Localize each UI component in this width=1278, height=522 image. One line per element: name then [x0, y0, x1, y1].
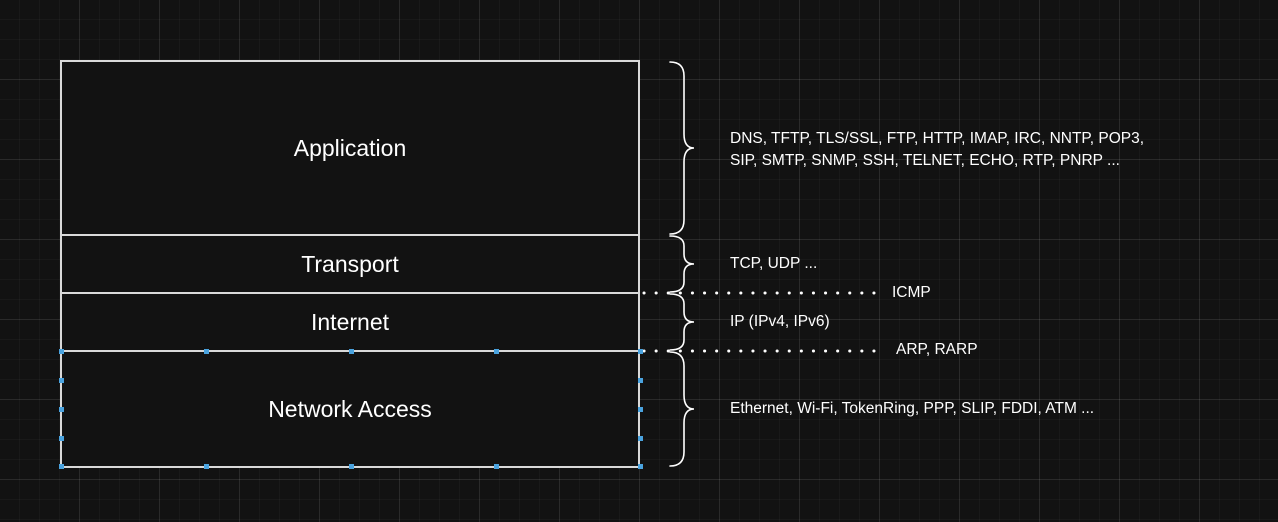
- layer-network-access-label: Network Access: [268, 395, 432, 422]
- layer-internet-box[interactable]: Internet: [60, 292, 640, 352]
- layer-transport-box[interactable]: Transport: [60, 234, 640, 294]
- layer-application-label: Application: [293, 134, 407, 161]
- selection-handle[interactable]: [58, 348, 64, 354]
- selection-handle[interactable]: [58, 406, 64, 412]
- protocols-application: DNS, TFTP, TLS/SSL, FTP, HTTP, IMAP, IRC…: [730, 128, 1144, 172]
- selection-handle[interactable]: [203, 463, 209, 469]
- selection-handle[interactable]: [637, 377, 643, 383]
- layer-application-box[interactable]: Application: [60, 60, 640, 236]
- brace-transport: [669, 235, 695, 293]
- selection-handle[interactable]: [493, 463, 499, 469]
- brace-internet: [669, 293, 695, 351]
- protocols-network-access: Ethernet, Wi-Fi, TokenRing, PPP, SLIP, F…: [730, 400, 1095, 417]
- boundary-label-icmp: ICMP: [892, 284, 931, 301]
- selection-handle[interactable]: [348, 463, 354, 469]
- brace-network-access: [669, 351, 695, 467]
- selection-handle[interactable]: [637, 406, 643, 412]
- selection-handle[interactable]: [348, 348, 354, 354]
- selection-handle[interactable]: [493, 348, 499, 354]
- layer-internet-label: Internet: [311, 308, 389, 335]
- layer-transport-label: Transport: [301, 250, 399, 277]
- selection-handle[interactable]: [637, 348, 643, 354]
- boundary-label-arp-rarp: ARP, RARP: [896, 341, 978, 358]
- selection-handle[interactable]: [58, 377, 64, 383]
- selection-handle[interactable]: [203, 348, 209, 354]
- selection-handle[interactable]: [58, 435, 64, 441]
- protocols-application-line-2: SIP, SMTP, SNMP, SSH, TELNET, ECHO, RTP,…: [730, 152, 1120, 169]
- selection-handle[interactable]: [637, 435, 643, 441]
- layer-network-access-box[interactable]: Network Access: [60, 350, 640, 468]
- protocols-application-line-1: DNS, TFTP, TLS/SSL, FTP, HTTP, IMAP, IRC…: [730, 130, 1145, 147]
- protocols-internet: IP (IPv4, IPv6): [730, 313, 830, 330]
- selection-handle[interactable]: [637, 463, 643, 469]
- protocols-transport: TCP, UDP ...: [730, 255, 818, 272]
- selection-handle[interactable]: [58, 463, 64, 469]
- brace-application: [669, 61, 695, 235]
